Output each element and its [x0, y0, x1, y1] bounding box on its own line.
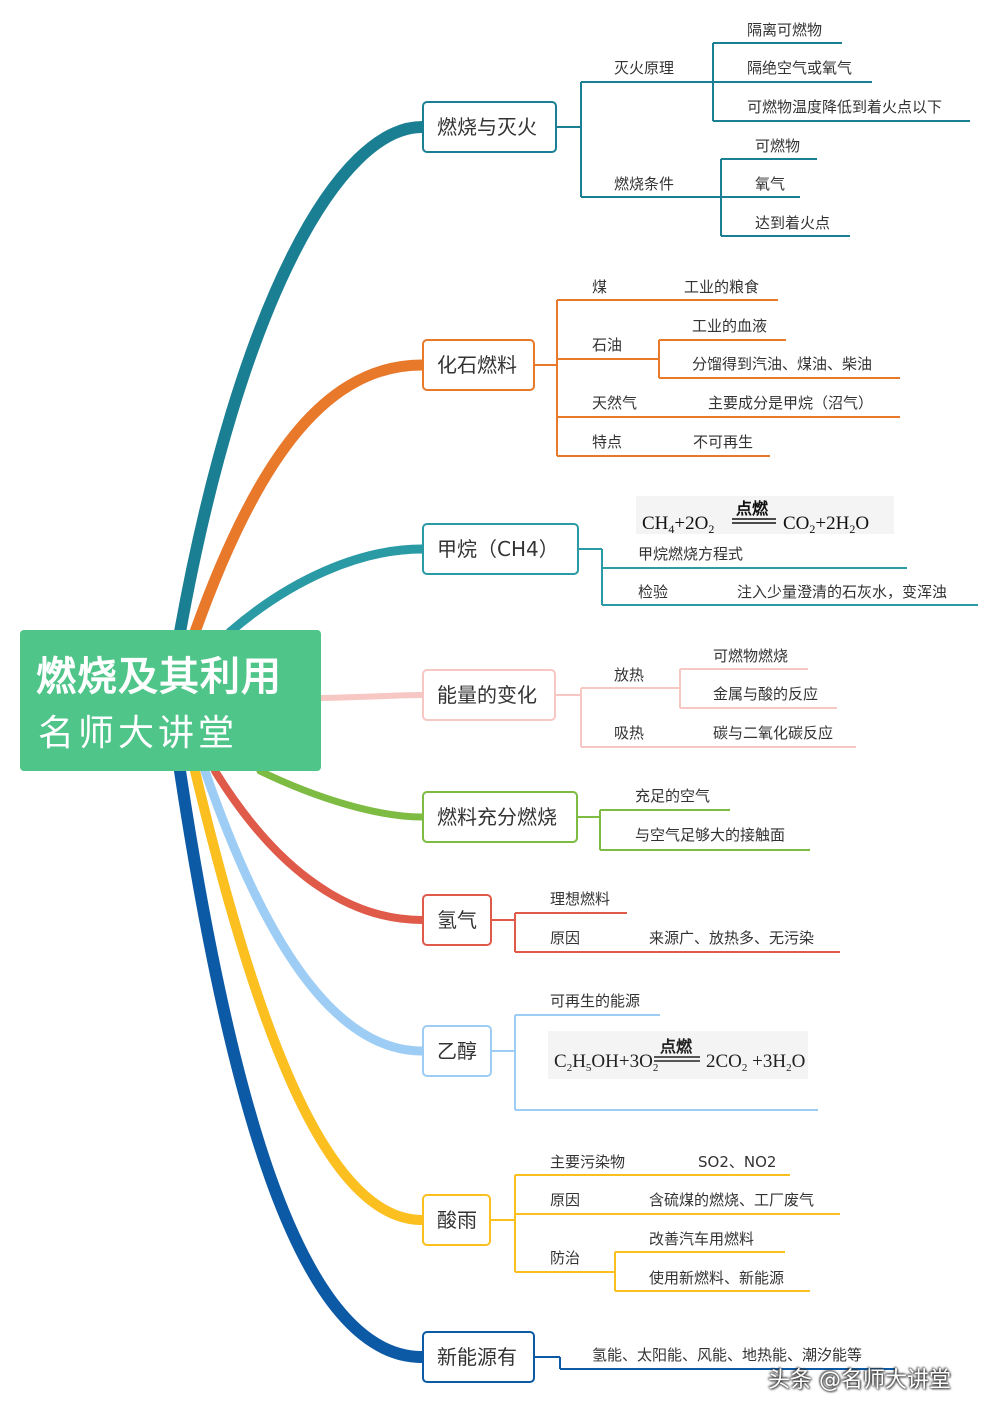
eq-subscript: 2	[849, 522, 855, 534]
leaf-topic[interactable]: 可燃物	[755, 137, 801, 155]
leaf-topic[interactable]: 氧气	[755, 175, 786, 193]
svg-text:C2H5OH+3O2: C2H5OH+3O2	[554, 1051, 658, 1074]
eq-subscript: 4	[668, 522, 674, 534]
branch-node-fossil-fuels[interactable]: 化石燃料	[422, 339, 535, 391]
leaf-topic[interactable]: 注入少量澄清的石灰水，变浑浊	[737, 583, 948, 601]
sub-topic[interactable]: 放热	[614, 666, 645, 684]
eq-text: H	[572, 1051, 586, 1072]
sub-topic[interactable]: 检验	[638, 583, 669, 601]
branch-node-hydrogen[interactable]: 氢气	[422, 894, 492, 946]
leaf-topic[interactable]: 分馏得到汽油、煤油、柴油	[692, 355, 873, 373]
eq-text: OH+3O	[591, 1051, 652, 1072]
svg-text:CO2+2H2O: CO2+2H2O	[783, 513, 869, 534]
root-title: 燃烧及其利用	[36, 654, 282, 700]
eq-subscript: 2	[786, 1062, 792, 1074]
sub-topic[interactable]: 可再生的能源	[550, 992, 641, 1010]
branch-node-combustion[interactable]: 燃烧与灭火	[422, 101, 557, 153]
eq-text: +2H	[815, 513, 849, 534]
leaf-topic[interactable]: 金属与酸的反应	[713, 685, 819, 703]
leaf-topic[interactable]: 主要成分是甲烷（沼气）	[708, 394, 874, 412]
branch-node-full-combustion[interactable]: 燃料充分燃烧	[422, 791, 578, 843]
root-topic[interactable]: 燃烧及其利用 名师大讲堂	[20, 630, 321, 771]
leaf-topic[interactable]: 碳与二氧化碳反应	[713, 724, 834, 742]
sub-topic[interactable]: 主要污染物	[550, 1153, 626, 1171]
eq-text: C	[554, 1051, 567, 1072]
leaf-topic[interactable]: 达到着火点	[755, 214, 831, 232]
eq-subscript: 2	[653, 1062, 659, 1074]
eq-condition: 点燃	[660, 1037, 693, 1056]
methane-equation: CH4+2O2 点燃 CO2+2H2O	[636, 496, 894, 534]
leaf-topic[interactable]: 不可再生	[693, 433, 754, 451]
svg-text:CH4+2O2: CH4+2O2	[642, 513, 714, 534]
leaf-topic[interactable]: 改善汽车用燃料	[649, 1230, 755, 1248]
leaf-topic[interactable]: 工业的粮食	[684, 278, 760, 296]
leaf-topic[interactable]: 隔绝空气或氧气	[747, 59, 853, 77]
eq-text: CO	[783, 513, 809, 534]
eq-condition: 点燃	[736, 499, 769, 518]
sub-topic[interactable]: 煤	[592, 278, 608, 296]
eq-text: +2O	[674, 513, 708, 534]
curve-to-branch-7	[200, 766, 427, 1056]
eq-subscript: 5	[586, 1062, 592, 1074]
eq-text: O	[855, 513, 869, 534]
sub-topic[interactable]: 氢能、太阳能、风能、地热能、潮汐能等	[592, 1346, 863, 1364]
branch-node-new-energy[interactable]: 新能源有	[422, 1331, 535, 1383]
eq-text: 2CO	[706, 1051, 742, 1072]
eq-text: O	[792, 1051, 806, 1072]
eq-subscript: 2	[567, 1062, 573, 1074]
sub-topic[interactable]: 充足的空气	[635, 787, 711, 805]
leaf-topic[interactable]: 使用新燃料、新能源	[649, 1269, 785, 1287]
watermark: 头条 @名师大讲堂	[768, 1368, 951, 1393]
curve-to-branch-9	[174, 765, 428, 1363]
sub-topic[interactable]: 特点	[592, 433, 623, 451]
leaf-topic[interactable]: 隔离可燃物	[747, 21, 823, 39]
curve-to-branch-2	[189, 359, 428, 638]
eq-subscript: 2	[809, 522, 815, 534]
sub-topic[interactable]: 与空气足够大的接触面	[635, 826, 786, 844]
root-subtitle: 名师大讲堂	[38, 713, 239, 754]
sub-topic[interactable]: 理想燃料	[550, 890, 611, 908]
eq-text: +3H	[747, 1051, 786, 1072]
leaf-topic[interactable]: 可燃物温度降低到着火点以下	[747, 98, 943, 116]
leaf-topic[interactable]: SO2、NO2	[698, 1153, 777, 1171]
curve-to-branch-5	[256, 767, 426, 821]
leaf-topic[interactable]: 来源广、放热多、无污染	[649, 929, 815, 947]
sub-topic[interactable]: 灭火原理	[614, 59, 675, 77]
curve-to-branch-4	[318, 692, 425, 701]
eq-text: CH	[642, 513, 669, 534]
sub-topic[interactable]: 防治	[550, 1249, 581, 1267]
leaf-topic[interactable]: 含硫煤的燃烧、工厂废气	[649, 1191, 815, 1209]
sub-topic[interactable]: 石油	[592, 336, 623, 354]
curve-to-branch-8	[190, 766, 427, 1225]
sub-topic[interactable]: 原因	[550, 929, 581, 947]
sub-topic[interactable]: 甲烷燃烧方程式	[638, 545, 744, 563]
leaf-topic[interactable]: 可燃物燃烧	[713, 647, 789, 665]
sub-topic[interactable]: 原因	[550, 1191, 581, 1209]
ethanol-equation: C2H5OH+3O2 点燃 2CO2 +3H2O	[548, 1031, 808, 1079]
branch-node-energy-change[interactable]: 能量的变化	[422, 669, 556, 721]
leaf-topic[interactable]: 工业的血液	[692, 317, 768, 335]
curve-to-branch-3	[225, 544, 427, 637]
sub-topic[interactable]: 燃烧条件	[614, 175, 675, 193]
branch-node-ethanol[interactable]: 乙醇	[422, 1025, 492, 1077]
sub-topic[interactable]: 天然气	[592, 394, 638, 412]
sub-topic[interactable]: 吸热	[614, 724, 645, 742]
svg-text:2CO2 +3H2O: 2CO2 +3H2O	[706, 1051, 805, 1074]
curve-to-branch-1	[174, 121, 428, 638]
branch-node-methane[interactable]: 甲烷（CH4）	[422, 523, 579, 575]
eq-subscript: 2	[708, 522, 714, 534]
branch-node-acid-rain[interactable]: 酸雨	[422, 1194, 491, 1246]
curve-to-branch-6	[211, 767, 426, 924]
eq-subscript: 2	[742, 1062, 748, 1074]
